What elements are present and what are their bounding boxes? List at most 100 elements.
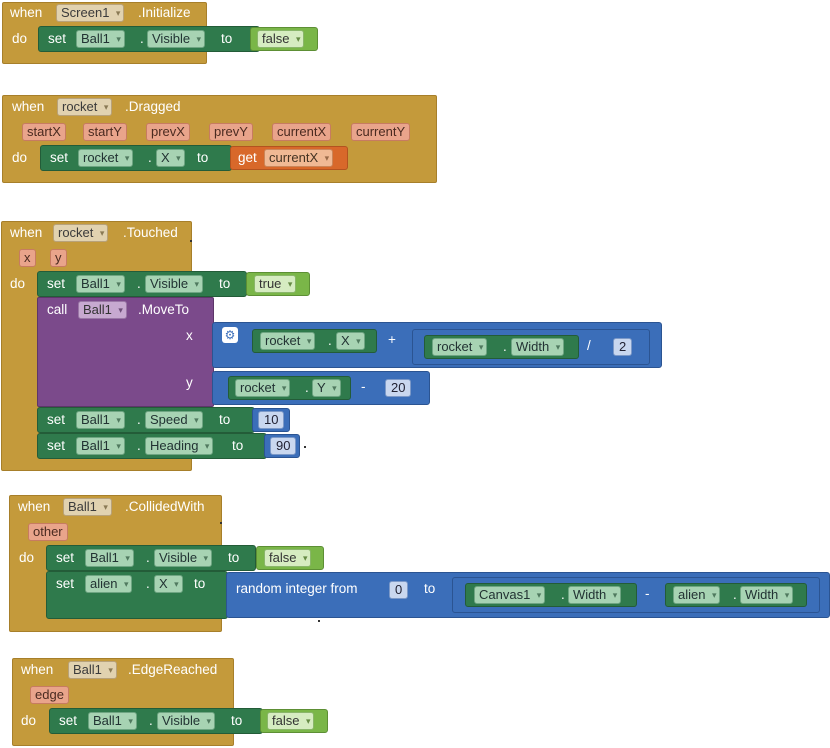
y-arg-label: y [186, 375, 193, 390]
dot-separator: . [146, 550, 150, 565]
property-dropdown-x[interactable]: X [156, 149, 185, 167]
dot-separator: . [137, 438, 141, 453]
property-dropdown-width[interactable]: Width [568, 586, 622, 604]
component-dropdown-ball1[interactable]: Ball1 [76, 30, 125, 48]
dot-separator: . [733, 587, 737, 602]
property-dropdown-visible[interactable]: Visible [147, 30, 206, 48]
boolean-dropdown-false[interactable]: false [257, 30, 305, 48]
component-dropdown-ball1[interactable]: Ball1 [68, 661, 117, 679]
set-keyword: set [47, 412, 66, 427]
component-dropdown-alien[interactable]: alien [85, 575, 133, 593]
gear-icon[interactable]: ⚙ [222, 327, 238, 343]
property-dropdown-y[interactable]: Y [312, 379, 341, 397]
set-rocket-x-block[interactable] [40, 145, 232, 171]
component-dropdown-ball1[interactable]: Ball1 [76, 275, 125, 293]
set-alien-x-block[interactable] [46, 571, 228, 619]
boolean-dropdown-true[interactable]: true [254, 275, 297, 293]
number-field[interactable]: 90 [270, 437, 297, 455]
when-keyword: when [21, 662, 54, 677]
component-dropdown-alien[interactable]: alien [673, 586, 721, 604]
set-ball1-visible-block[interactable] [49, 708, 263, 734]
component-dropdown-rocket[interactable]: rocket [53, 224, 109, 242]
when-keyword: when [18, 499, 51, 514]
number-field[interactable]: 10 [258, 411, 285, 429]
component-dropdown-rocket[interactable]: rocket [235, 379, 291, 397]
boolean-dropdown-false[interactable]: false [264, 549, 312, 567]
dot-separator: . [137, 412, 141, 427]
property-dropdown-visible[interactable]: Visible [154, 549, 213, 567]
component-dropdown-ball1[interactable]: Ball1 [85, 549, 134, 567]
plus-operator: + [388, 332, 396, 347]
number-field[interactable]: 0 [389, 581, 409, 599]
property-dropdown-heading[interactable]: Heading [145, 437, 214, 455]
call-ball1-moveto-block[interactable] [37, 297, 214, 407]
to-keyword: to [194, 576, 206, 591]
set-keyword: set [50, 150, 69, 165]
component-dropdown-rocket[interactable]: rocket [432, 338, 488, 356]
number-field[interactable]: 20 [385, 379, 412, 397]
boolean-dropdown-false[interactable]: false [267, 712, 315, 730]
x-arg-label: x [186, 328, 193, 343]
param-other[interactable]: other [28, 523, 68, 541]
param-x[interactable]: x [19, 249, 36, 267]
param-startY[interactable]: startY [83, 123, 127, 141]
event-name: .EdgeReached [128, 662, 218, 677]
property-dropdown-width[interactable]: Width [511, 338, 565, 356]
component-dropdown-canvas1[interactable]: Canvas1 [474, 586, 546, 604]
param-prevX[interactable]: prevX [146, 123, 190, 141]
component-dropdown-ball1[interactable]: Ball1 [78, 301, 127, 319]
set-keyword: set [47, 276, 66, 291]
number-field[interactable]: 2 [613, 338, 633, 356]
do-keyword: do [21, 713, 37, 728]
property-dropdown-visible[interactable]: Visible [157, 712, 216, 730]
dot-separator: . [140, 31, 144, 46]
to-keyword: to [231, 713, 243, 728]
dot-separator: . [503, 339, 507, 354]
block-edge-mark [318, 620, 320, 622]
component-dropdown-rocket[interactable]: rocket [78, 149, 134, 167]
component-dropdown-screen1[interactable]: Screen1 [56, 4, 125, 22]
to-keyword: to [221, 31, 233, 46]
random-keyword: random integer from [236, 581, 358, 596]
param-edge[interactable]: edge [30, 686, 69, 704]
property-dropdown-visible[interactable]: Visible [145, 275, 204, 293]
when-keyword: when [10, 225, 43, 240]
to-keyword: to [424, 581, 436, 596]
set-ball1-visible-block[interactable] [37, 271, 247, 297]
to-keyword: to [232, 438, 244, 453]
set-keyword: set [59, 713, 78, 728]
do-keyword: do [12, 150, 28, 165]
param-prevY[interactable]: prevY [209, 123, 253, 141]
dot-separator: . [148, 150, 152, 165]
component-dropdown-ball1[interactable]: Ball1 [76, 411, 125, 429]
event-name: .CollidedWith [125, 499, 205, 514]
component-dropdown-ball1[interactable]: Ball1 [88, 712, 137, 730]
property-dropdown-x[interactable]: X [336, 332, 365, 350]
set-keyword: set [47, 438, 66, 453]
when-keyword: when [12, 99, 45, 114]
param-currentX[interactable]: currentX [272, 123, 332, 141]
variable-dropdown-currentX[interactable]: currentX [264, 149, 334, 167]
component-dropdown-rocket[interactable]: rocket [57, 98, 113, 116]
event-name: .Initialize [138, 5, 191, 20]
to-keyword: to [219, 276, 231, 291]
component-dropdown-ball1[interactable]: Ball1 [76, 437, 125, 455]
to-keyword: to [228, 550, 240, 565]
minus-operator: - [361, 379, 366, 394]
param-startX[interactable]: startX [22, 123, 66, 141]
do-keyword: do [19, 550, 35, 565]
event-name: .Dragged [125, 99, 181, 114]
property-dropdown-width[interactable]: Width [740, 586, 794, 604]
event-name: .Touched [123, 225, 178, 240]
component-dropdown-ball1[interactable]: Ball1 [63, 498, 112, 516]
block-edge-mark [304, 446, 306, 448]
param-y[interactable]: y [50, 249, 67, 267]
set-ball1-visible-block[interactable] [46, 545, 256, 571]
param-currentY[interactable]: currentY [351, 123, 411, 141]
to-keyword: to [197, 150, 209, 165]
property-dropdown-x[interactable]: X [154, 575, 183, 593]
property-dropdown-speed[interactable]: Speed [145, 411, 203, 429]
do-keyword: do [10, 276, 26, 291]
component-dropdown-rocket[interactable]: rocket [260, 332, 316, 350]
dot-separator: . [149, 713, 153, 728]
